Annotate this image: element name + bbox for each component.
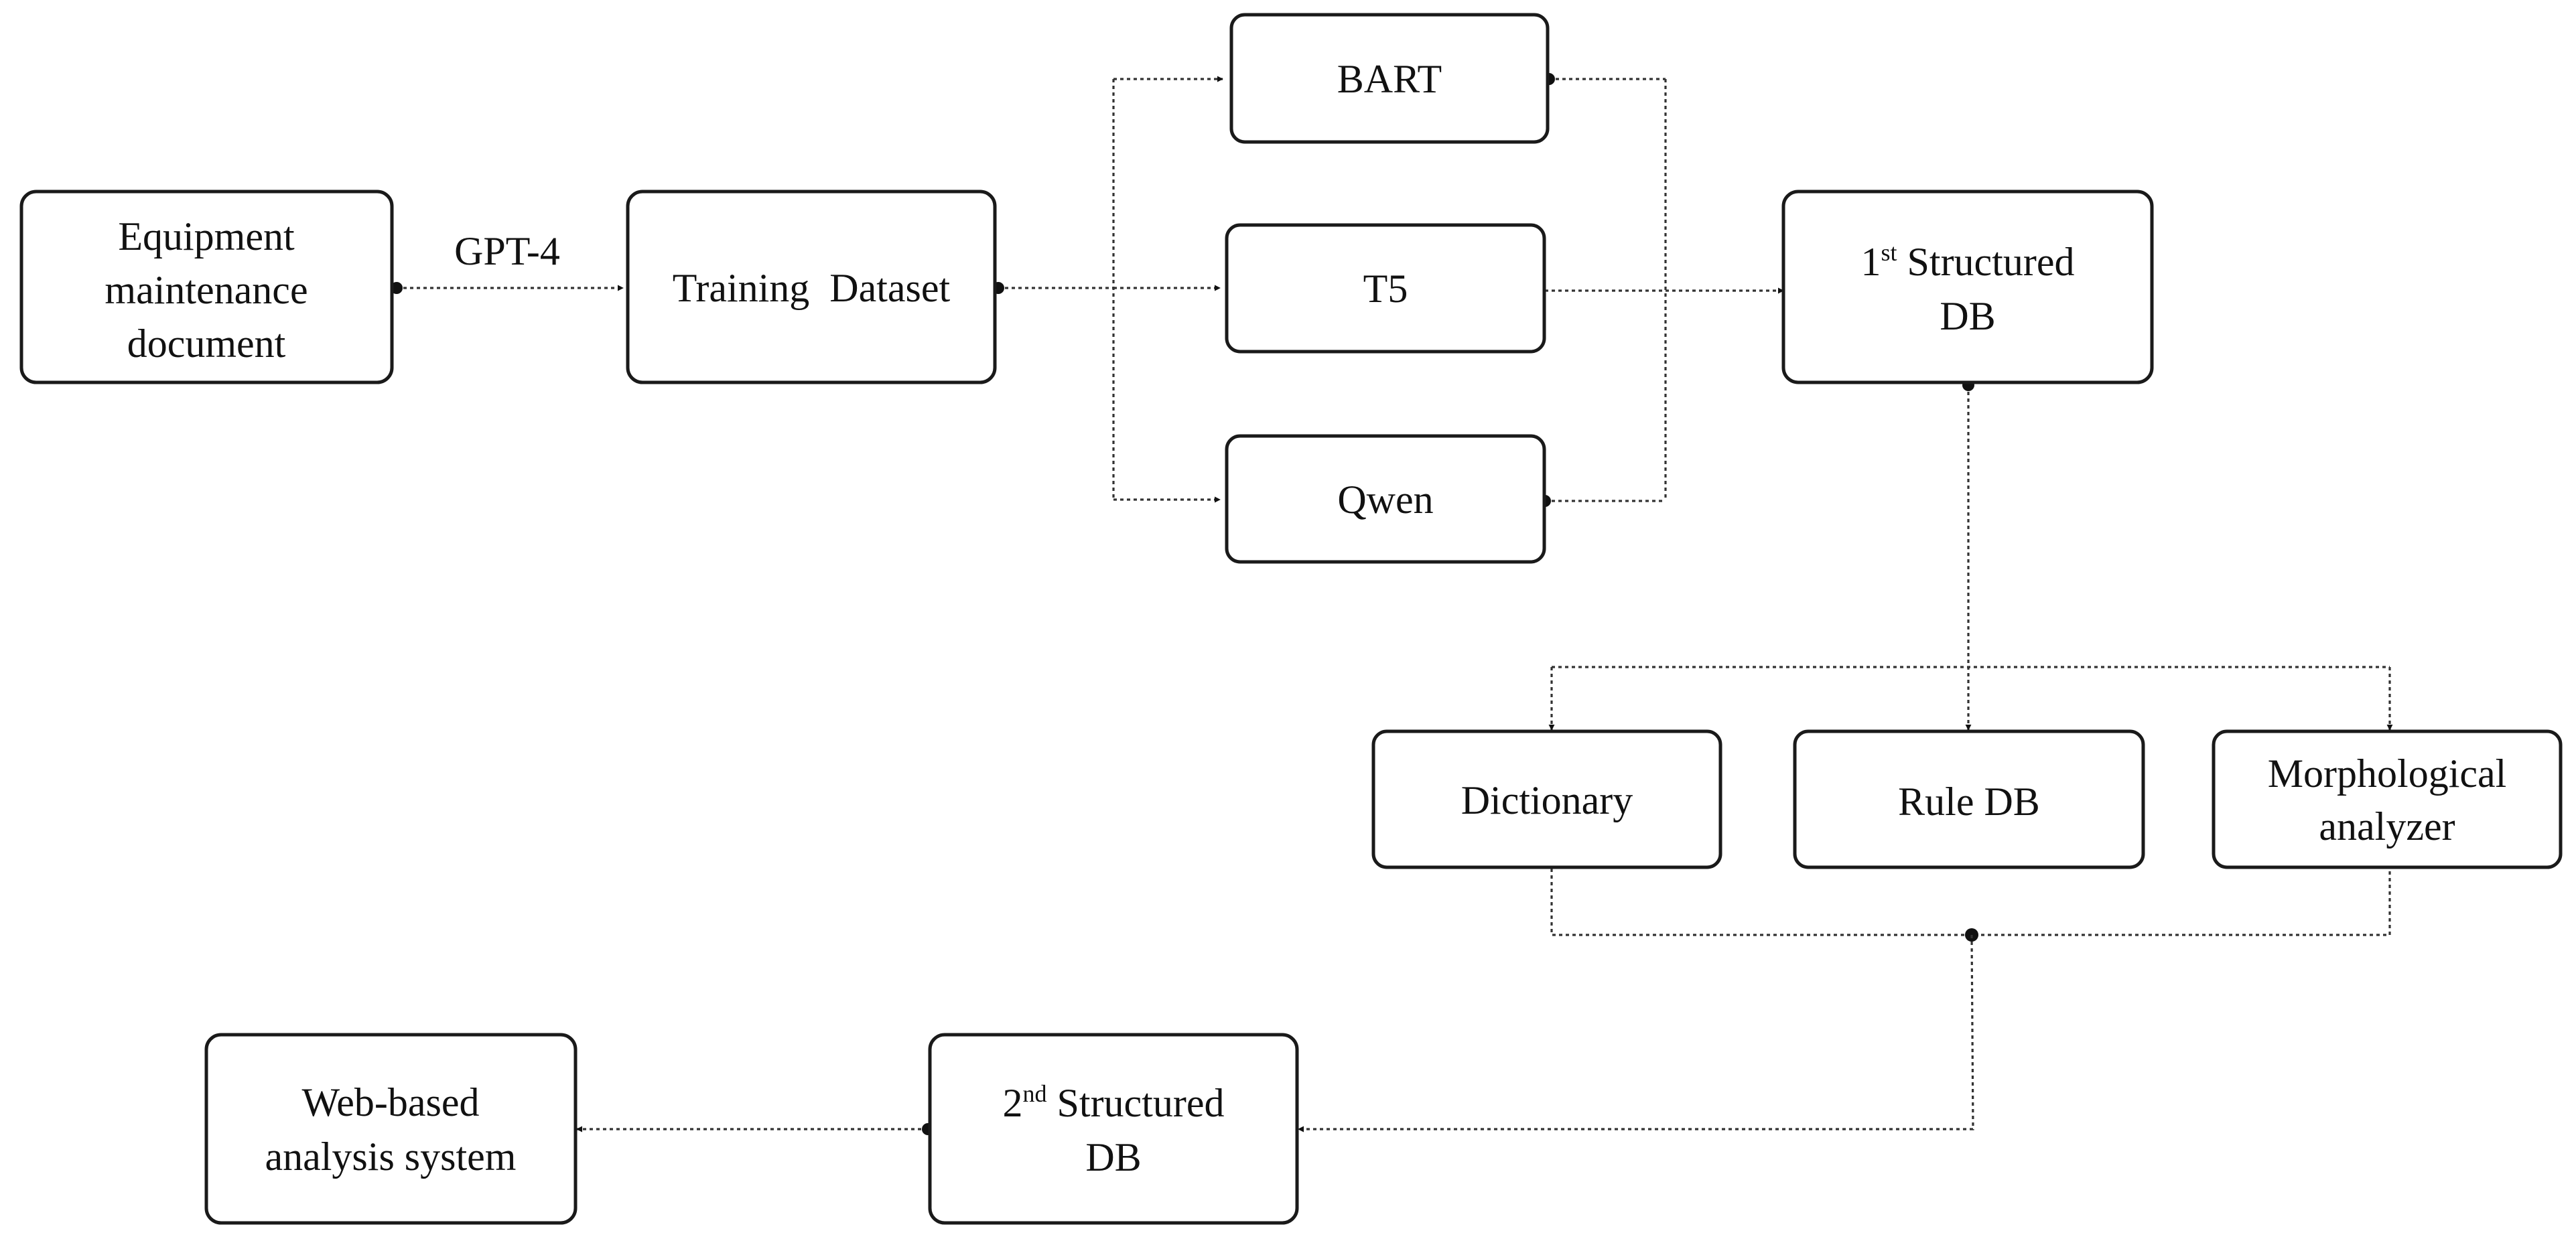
node-label: 1st Structured <box>1861 239 2075 284</box>
node-structured-db-1: 1st Structured DB <box>1781 190 2154 384</box>
node-label: Morphological <box>2268 751 2507 796</box>
node-label: Rule DB <box>1898 780 2040 824</box>
node-label: Equipment <box>118 214 295 259</box>
node-bart: BART <box>1229 13 1550 144</box>
node-morphological-analyzer: Morphological analyzer <box>2212 729 2563 869</box>
node-label: Dictionary <box>1461 778 1633 822</box>
node-label: document <box>127 321 286 366</box>
edge-to-db2 <box>1298 934 1974 1132</box>
node-label: Qwen <box>1337 478 1433 522</box>
node-rule-db: Rule DB <box>1793 729 2145 869</box>
node-web-based-system: Web-based analysis system <box>204 1033 578 1225</box>
node-label: 2nd Structured <box>1003 1080 1225 1125</box>
node-label: DB <box>1085 1135 1141 1179</box>
node-label: analyzer <box>2319 804 2455 849</box>
node-dictionary: Dictionary <box>1371 729 1722 869</box>
node-training-dataset: Training Dataset <box>626 190 997 384</box>
node-label: Training Dataset <box>673 266 951 310</box>
edge-from-dictionary <box>1550 869 2391 936</box>
node-label: analysis system <box>265 1134 517 1179</box>
connectors: GPT-4 <box>391 73 2393 1135</box>
node-label: maintenance <box>105 268 308 312</box>
node-qwen: Qwen <box>1225 434 1546 564</box>
node-structured-db-2: 2nd Structured DB <box>928 1033 1299 1225</box>
node-equipment-doc: Equipment maintenance document <box>19 190 394 384</box>
node-label: T5 <box>1363 267 1408 311</box>
node-label: BART <box>1337 57 1442 101</box>
node-t5: T5 <box>1225 223 1546 354</box>
node-label: Web-based <box>301 1080 479 1124</box>
edge-label-gpt4: GPT-4 <box>454 229 560 273</box>
node-label: DB <box>1940 294 1995 338</box>
